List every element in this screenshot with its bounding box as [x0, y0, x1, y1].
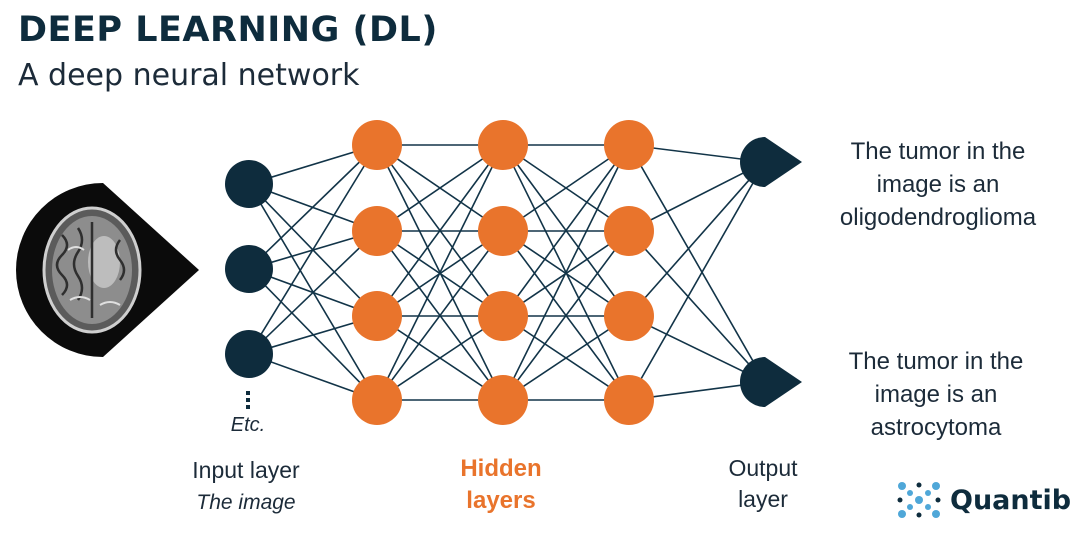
brain-scan-pin — [16, 183, 199, 357]
logo-text: Quantib — [950, 484, 1072, 516]
edge-hidden2-3-to-hidden3-2 — [502, 315, 630, 401]
hidden3-node-2 — [604, 291, 654, 341]
hidden3-node-0 — [604, 120, 654, 170]
hidden1-node-3 — [352, 375, 402, 425]
edge-hidden2-2-to-hidden3-0 — [502, 144, 630, 317]
input-layer-title: Input layer — [192, 457, 300, 483]
quantib-logo: Quantib — [896, 480, 1071, 520]
edge-hidden3-0-to-output-1 — [628, 144, 766, 383]
output-label-line1: Output — [728, 455, 798, 481]
output-node-1 — [739, 356, 802, 407]
edge-input-2-to-hidden1-1 — [248, 230, 378, 355]
page-subtitle: A deep neural network — [18, 58, 360, 93]
page-title: DEEP LEARNING (DL) — [18, 10, 438, 50]
input-node-0 — [225, 160, 273, 208]
input-ellipsis-dots — [246, 391, 250, 409]
edge-hidden3-1-to-output-1 — [628, 230, 766, 383]
output-bottom-line3: astrocytoma — [870, 414, 1002, 441]
hidden3-node-3 — [604, 375, 654, 425]
hidden1-node-2 — [352, 291, 402, 341]
network-edges — [248, 144, 766, 401]
edge-hidden3-2-to-output-1 — [628, 315, 766, 383]
edge-hidden1-3-to-hidden2-0 — [376, 144, 504, 401]
etc-label: Etc. — [230, 414, 266, 436]
output-description-top: The tumor in the image is an oligodendro… — [810, 135, 1066, 234]
hidden2-node-0 — [478, 120, 528, 170]
edge-hidden1-1-to-hidden2-0 — [376, 144, 504, 232]
quantib-logo-icon — [897, 482, 941, 518]
edge-hidden3-3-to-output-0 — [628, 161, 766, 401]
hidden1-node-1 — [352, 206, 402, 256]
output-top-line1: The tumor in the — [850, 138, 1026, 165]
hidden1-node-0 — [352, 120, 402, 170]
edge-hidden2-1-to-hidden3-0 — [502, 144, 630, 232]
output-bottom-line2: image is an — [874, 381, 998, 408]
edge-hidden1-2-to-hidden2-0 — [376, 144, 504, 317]
output-layer-label: Output layer — [704, 453, 822, 515]
output-description-bottom: The tumor in the image is an astrocytoma — [808, 345, 1064, 444]
network-nodes — [225, 120, 802, 425]
edge-input-1-to-hidden1-0 — [248, 144, 378, 270]
input-layer-subtitle: The image — [196, 491, 296, 514]
hidden-label-line2: layers — [466, 487, 536, 514]
output-top-line2: image is an — [876, 171, 1000, 198]
hidden-layers-label: Hidden layers — [430, 453, 572, 517]
hidden2-node-3 — [478, 375, 528, 425]
input-node-1 — [225, 245, 273, 293]
edge-input-2-to-hidden1-0 — [248, 144, 378, 355]
input-layer-label: Input layer The image — [168, 455, 324, 518]
edge-hidden2-3-to-hidden3-0 — [502, 144, 630, 401]
input-node-2 — [225, 330, 273, 378]
output-bottom-line1: The tumor in the — [848, 348, 1024, 375]
edge-hidden1-3-to-hidden2-2 — [376, 315, 504, 401]
output-label-line2: layer — [738, 486, 788, 512]
hidden-label-line1: Hidden — [460, 455, 542, 482]
output-top-line3: oligodendroglioma — [839, 204, 1037, 231]
output-node-0 — [740, 137, 802, 187]
edge-hidden2-3-to-hidden3-1 — [502, 230, 630, 401]
hidden3-node-1 — [604, 206, 654, 256]
hidden2-node-1 — [478, 206, 528, 256]
edge-hidden1-3-to-hidden2-1 — [376, 230, 504, 401]
edge-hidden3-1-to-output-0 — [628, 161, 766, 232]
edge-hidden3-2-to-output-0 — [628, 161, 766, 317]
hidden2-node-2 — [478, 291, 528, 341]
